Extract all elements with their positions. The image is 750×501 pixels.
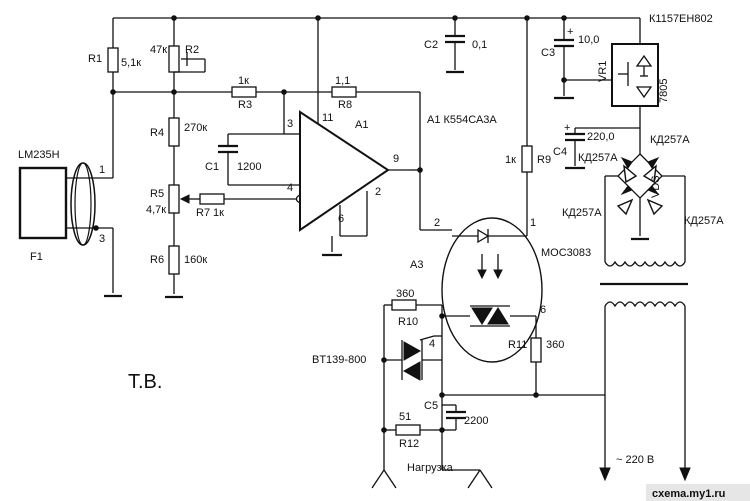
c4-capacitor: + 220,0 C4: [553, 122, 640, 170]
r3-ref: R3: [238, 99, 252, 111]
divider-chain: 47к R2 R4 270к R5 4,7к R6 160к: [146, 15, 207, 299]
load-label: Нагрузка: [407, 462, 454, 474]
a3-name: MOC3083: [541, 247, 591, 259]
vr1-name: К1157ЕН802: [649, 13, 713, 25]
transformer: ~ 220 В: [599, 260, 691, 482]
vr1-regulator: VR1 7805 К1157ЕН802: [597, 13, 713, 128]
r12-value: 51: [399, 411, 411, 423]
lm235-name: LM235H: [18, 149, 60, 161]
lm235-pin3: 3: [99, 233, 105, 245]
r6-value: 160к: [184, 254, 207, 266]
a1-pin4: 4: [287, 182, 293, 194]
bridge-d3: КД257А: [562, 207, 602, 219]
r7-ref: R7: [196, 207, 210, 219]
a3-pin6: 6: [540, 304, 546, 316]
r4-value: 270к: [184, 122, 207, 134]
lm235-pin1: 1: [99, 164, 105, 176]
r4-ref: R4: [150, 127, 164, 139]
footer-bg: [646, 484, 750, 501]
c3-value: 10,0: [578, 34, 599, 46]
c1-value: 1200: [237, 161, 261, 173]
r12-resistor: 51 R12: [381, 411, 445, 450]
r7-value: 1к: [213, 207, 224, 219]
c4-ref: C4: [553, 146, 567, 158]
a3-pin2: 2: [434, 217, 440, 229]
c3-ref: C3: [541, 47, 555, 59]
a1-pin3: 3: [287, 118, 293, 130]
c1-ref: C1: [205, 161, 219, 173]
r7-resistor: R7 1к: [196, 193, 305, 219]
a1-comparator: 3 4 11 A1 9 2 6 A1 К554СА3А: [287, 15, 497, 257]
a1-pin11: 11: [322, 112, 333, 124]
c5-value: 2200: [464, 415, 488, 427]
c5-capacitor: C5 2200: [424, 400, 488, 431]
r12-ref: R12: [399, 438, 419, 450]
lm235-ref: F1: [30, 251, 43, 263]
r8-ref: R8: [338, 99, 352, 111]
a1-pin9: 9: [393, 153, 399, 165]
c2-capacitor: C2 0,1: [424, 15, 487, 74]
bridge-ref: VDS: [650, 175, 662, 198]
a1-pin2: 2: [375, 186, 381, 198]
c2-ref: C2: [424, 39, 438, 51]
r10-ref: R10: [398, 316, 418, 328]
a3-optotriac: 2 1 MOC3083 A3 6: [410, 217, 591, 363]
r1-ref: R1: [88, 53, 102, 65]
r8-value: 1,1: [335, 75, 350, 87]
bridge-d2: КД257А: [578, 152, 618, 164]
r8-resistor: 1,1 R8: [331, 75, 357, 111]
c3-capacitor: + C3 10,0: [541, 15, 612, 100]
triac-name: BT139-800: [312, 354, 366, 366]
a1-ref: A1: [355, 119, 368, 131]
bridge-d4: КД257А: [684, 215, 724, 227]
c4-plus: +: [564, 122, 570, 134]
a3-ref: A3: [410, 259, 423, 271]
c5-ref: C5: [424, 400, 438, 412]
triac-section: 360 R10 4 BT139-800: [312, 288, 605, 470]
r2-ref: R2: [185, 44, 199, 56]
a1-pin6: 6: [338, 213, 344, 225]
vr1-code: 7805: [658, 79, 670, 103]
r10-value: 360: [396, 288, 414, 300]
diode-bridge: КД257А КД257А КД257А КД257А VDS: [562, 128, 724, 262]
top-rail: [113, 17, 641, 44]
r11-ref: R11: [508, 339, 527, 351]
r1-resistor: R1 5,1к: [88, 18, 141, 178]
diagram-title: Т.В.: [128, 371, 162, 393]
footer-text: cxema.my1.ru: [652, 488, 725, 500]
r9-resistor: 1к R9: [505, 15, 551, 236]
r9-value: 1к: [505, 154, 516, 166]
a3-pin1: 1: [530, 217, 536, 229]
lm235-sensor: LM235H F1 1 3: [18, 149, 122, 298]
load-terminals: Нагрузка: [371, 462, 493, 489]
r3-value: 1к: [238, 75, 249, 87]
r1-value: 5,1к: [121, 57, 141, 69]
vr1-ref: VR1: [597, 61, 609, 82]
r3-resistor: 1к R3: [227, 75, 300, 146]
bridge-d1: КД257А: [650, 134, 690, 146]
r2-value: 47к: [150, 44, 167, 56]
r5-ref: R5: [150, 188, 164, 200]
mains-label: ~ 220 В: [616, 454, 654, 466]
a1-desc: A1 К554СА3А: [427, 114, 497, 126]
c3-plus: +: [567, 26, 573, 38]
c4-value: 220,0: [587, 131, 615, 143]
triac-gate-pin: 4: [429, 338, 435, 350]
r6-ref: R6: [150, 254, 164, 266]
c1-capacitor: C1 1200: [205, 144, 300, 186]
r11-resistor: R11 360: [508, 316, 564, 395]
r5-value: 4,7к: [146, 204, 166, 216]
c2-value: 0,1: [472, 39, 487, 51]
r9-ref: R9: [537, 154, 551, 166]
r11-value: 360: [546, 339, 564, 351]
